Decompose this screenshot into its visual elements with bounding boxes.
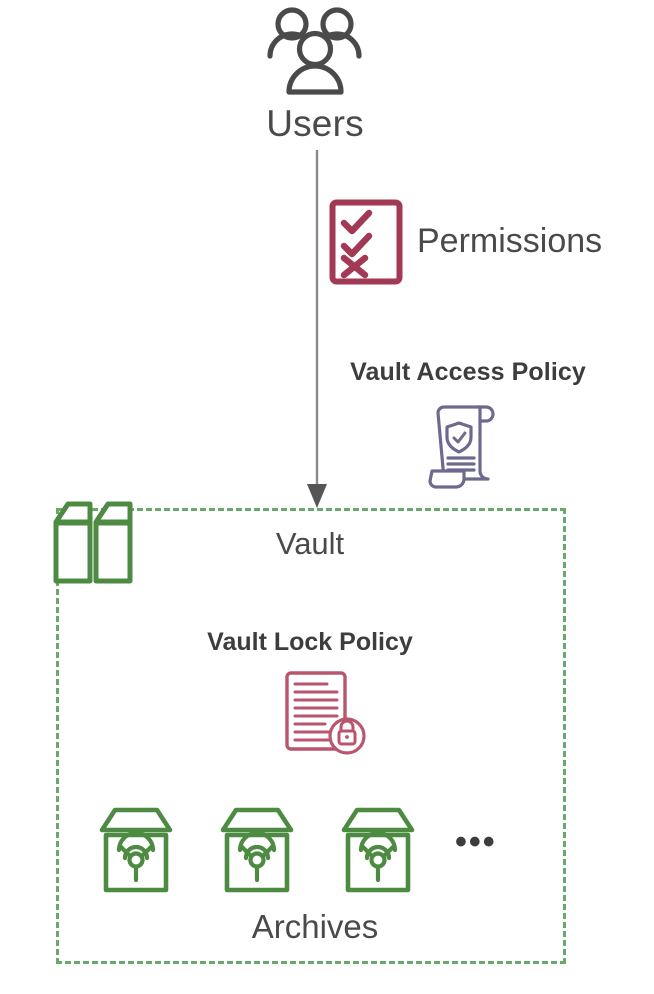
- scroll-shield-check-icon: [424, 401, 496, 489]
- archive-box-icon: [341, 806, 415, 894]
- users-label: Users: [266, 103, 364, 144]
- permissions-label: Permissions: [417, 222, 603, 260]
- archives-label: Archives: [251, 908, 379, 945]
- locked-document-icon: [281, 670, 371, 760]
- vault-lockers-icon: [52, 496, 142, 588]
- users-group-icon: [265, 4, 365, 100]
- archives-ellipsis: •••: [455, 823, 497, 861]
- vault-boundary-dashed-box: [56, 508, 566, 964]
- vault-lock-policy-label: Vault Lock Policy: [207, 628, 413, 656]
- archive-box-icon: [220, 806, 294, 894]
- checklist-icon: [329, 199, 403, 285]
- archive-box-icon: [99, 806, 173, 894]
- vault-access-policy-label: Vault Access Policy: [350, 358, 586, 386]
- vault-label: Vault: [275, 526, 345, 561]
- down-arrow-connector: [297, 150, 337, 510]
